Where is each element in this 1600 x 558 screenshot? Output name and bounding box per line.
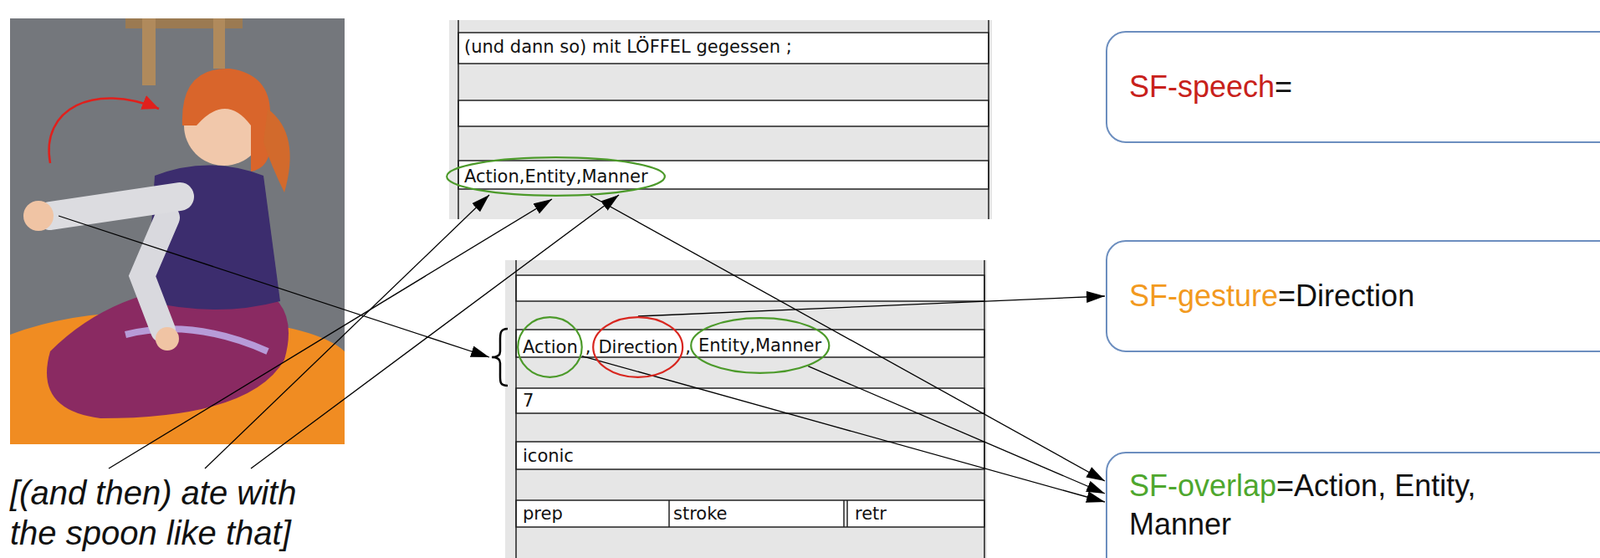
phase-separator: [843, 500, 845, 527]
tier-row: [516, 388, 985, 414]
tier-row: [516, 275, 985, 302]
tier-row: [458, 32, 989, 64]
tier-annotation: stroke: [673, 502, 728, 525]
annotation-ellipse: Action: [516, 316, 583, 379]
tier-row: [516, 500, 985, 527]
box-label: =Direction: [1277, 278, 1415, 313]
bracket: [491, 328, 508, 386]
panel-rule: [983, 260, 986, 558]
chair-leg: [142, 18, 156, 86]
ponytail: [263, 108, 291, 193]
leader-arrow: [250, 194, 619, 469]
tier-row: [516, 329, 985, 358]
photo-floor: [10, 18, 345, 445]
motion-arrow: [49, 97, 159, 164]
phase-separator: [668, 500, 670, 527]
leader-lines: [58, 194, 619, 469]
sleeve: [142, 217, 168, 331]
panel-rule: [457, 20, 460, 220]
panel-rule: [515, 260, 517, 558]
rounded-box: SF-overlap=Action, Entity, Manner: [1105, 451, 1600, 558]
annotation-ellipse: Entity,Manner: [690, 316, 831, 374]
annotation-panel: Action Direction Entity,Manner 7 iconic prep s…: [505, 260, 987, 557]
trouser-stripe: [125, 328, 268, 352]
rounded-box: SF-gesture=Direction: [1105, 240, 1600, 353]
tier-row: [458, 160, 989, 190]
ellipse-outline: [518, 316, 583, 378]
phase-separator: [846, 500, 849, 527]
box-label: SF-overlap: [1129, 468, 1277, 503]
leader-arrow: [58, 215, 490, 358]
ellipse-outline: [446, 157, 665, 196]
annotation-panel-grid: [449, 20, 992, 220]
ellipse-outline: [592, 316, 683, 378]
ellipse-label: Action,Entity,Manner: [464, 165, 649, 188]
ellipse-label: Action: [522, 336, 578, 358]
panel-ground: [449, 20, 992, 220]
ellipse-label: Direction: [598, 336, 678, 358]
rounded-box: SF-speech=: [1105, 30, 1600, 144]
box-label: =: [1274, 69, 1293, 104]
leader-arrow: [108, 199, 553, 469]
connector-arrow: [590, 195, 1105, 481]
leader-arrow: [204, 194, 490, 469]
annotation-ellipse: Action,Entity,Manner: [445, 156, 666, 197]
child-photo: [10, 18, 345, 445]
tier-annotation: prep: [522, 502, 563, 525]
tier-annotation: (und dann so) mit LÖFFEL gegessen ;: [464, 35, 793, 58]
tier-row: [516, 441, 985, 470]
ellipse-outline: [690, 317, 829, 374]
connector-arrow: [582, 356, 1105, 502]
annotation-ellipse: Direction: [592, 316, 684, 379]
separator-comma: ,: [684, 336, 691, 358]
box-text: SF-gesture=Direction: [1129, 276, 1415, 316]
annotation-panel: Action,Entity,Manner (und dann so) mit LÖ…: [449, 20, 992, 220]
caption-text: [(and then) ate with the spoon like that…: [10, 472, 341, 553]
box-text: SF-speech=: [1129, 67, 1293, 107]
chair-leg: [213, 18, 225, 69]
connector-arrow: [638, 296, 1105, 317]
tier-row: [458, 100, 989, 127]
tier-annotation: 7: [522, 389, 534, 412]
box-text: SF-overlap=Action, Entity, Manner: [1129, 466, 1481, 544]
tier-annotation: retr: [854, 502, 887, 525]
separator-comma: ,: [585, 336, 592, 358]
ellipse-label: Entity,Manner: [698, 334, 822, 357]
hand: [23, 200, 54, 231]
connector-arrow: [807, 366, 1105, 494]
box-label: SF-gesture: [1129, 278, 1278, 313]
box-label: SF-speech: [1129, 69, 1275, 104]
panel-rule: [987, 20, 990, 220]
tier-annotation: iconic: [522, 444, 574, 467]
sleeve: [50, 196, 180, 216]
hand: [155, 327, 179, 351]
hair: [182, 68, 271, 172]
